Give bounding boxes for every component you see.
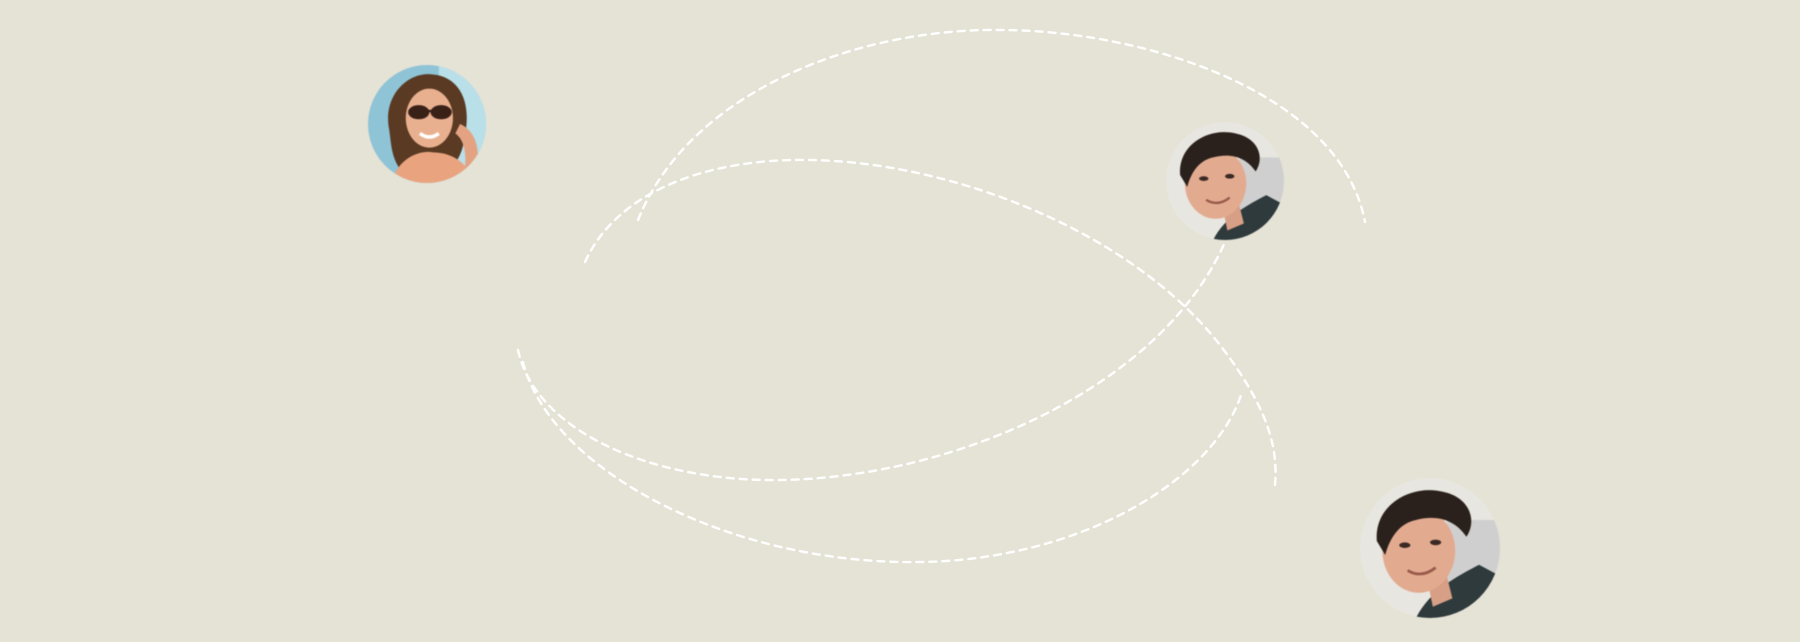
woman-photo-icon (368, 65, 486, 183)
man-photo-icon (1360, 478, 1500, 618)
man-avatar-icon[interactable] (1360, 478, 1500, 618)
orbit-arc-bottom-inner (516, 240, 1227, 482)
orbit-arc-middle (583, 158, 1277, 487)
orbit-arc-bottom-outer (521, 360, 1244, 564)
woman-avatar-icon[interactable] (368, 65, 486, 183)
orbit-arc-top (636, 28, 1367, 224)
man-photo-icon (1166, 122, 1284, 240)
man-avatar-icon[interactable] (1166, 122, 1284, 240)
